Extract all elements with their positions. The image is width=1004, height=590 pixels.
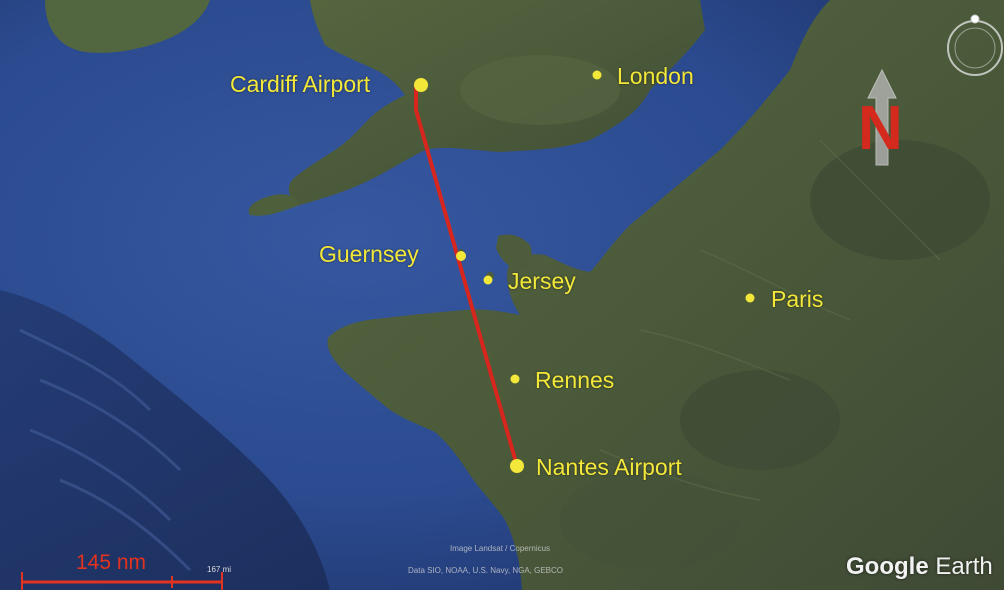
imagery-credit: Image Landsat / Copernicus xyxy=(450,544,551,553)
marker-london[interactable] xyxy=(592,70,602,80)
flight-route xyxy=(414,85,519,467)
label-paris: Paris xyxy=(771,286,824,312)
marker-rennes[interactable] xyxy=(510,374,520,384)
marker-cardiff-airport[interactable] xyxy=(414,78,428,92)
terrain-patch xyxy=(680,370,840,470)
terrain-patch xyxy=(560,470,740,570)
label-rennes: Rennes xyxy=(535,367,615,393)
label-nantes-airport: Nantes Airport xyxy=(536,454,682,480)
google-earth-logo: Google Earth xyxy=(846,555,993,579)
label-guernsey: Guernsey xyxy=(319,241,419,267)
cornwall-peninsula xyxy=(248,194,300,216)
ocean-shelf xyxy=(0,290,330,590)
cotentin-peninsula xyxy=(496,234,532,270)
north-label: N xyxy=(858,94,903,163)
north-arrow-icon xyxy=(867,68,897,166)
marker-nantes-airport[interactable] xyxy=(510,459,524,473)
compass-ring[interactable] xyxy=(947,14,1003,76)
scale-label: 145 nm xyxy=(76,551,147,574)
terrain-patch xyxy=(460,55,620,125)
marker-jersey[interactable] xyxy=(483,275,493,285)
terrain-texture xyxy=(599,139,941,501)
scale-small-label: 167 mi xyxy=(207,565,232,574)
marker-paris[interactable] xyxy=(745,293,755,303)
brand-main: Google xyxy=(846,553,929,580)
scale-bar xyxy=(21,572,223,590)
label-london: London xyxy=(617,63,694,89)
ireland-landmass xyxy=(45,0,210,53)
label-cardiff-airport: Cardiff Airport xyxy=(230,71,371,97)
france-landmass xyxy=(327,0,1004,590)
terrain-patch xyxy=(810,140,990,260)
ocean-ridge xyxy=(19,328,192,572)
brand-sub: Earth xyxy=(935,553,993,580)
data-credit: Data SIO, NOAA, U.S. Navy, NGA, GEBCO xyxy=(408,566,563,575)
label-jersey: Jersey xyxy=(508,268,576,294)
marker-guernsey[interactable] xyxy=(456,251,466,261)
